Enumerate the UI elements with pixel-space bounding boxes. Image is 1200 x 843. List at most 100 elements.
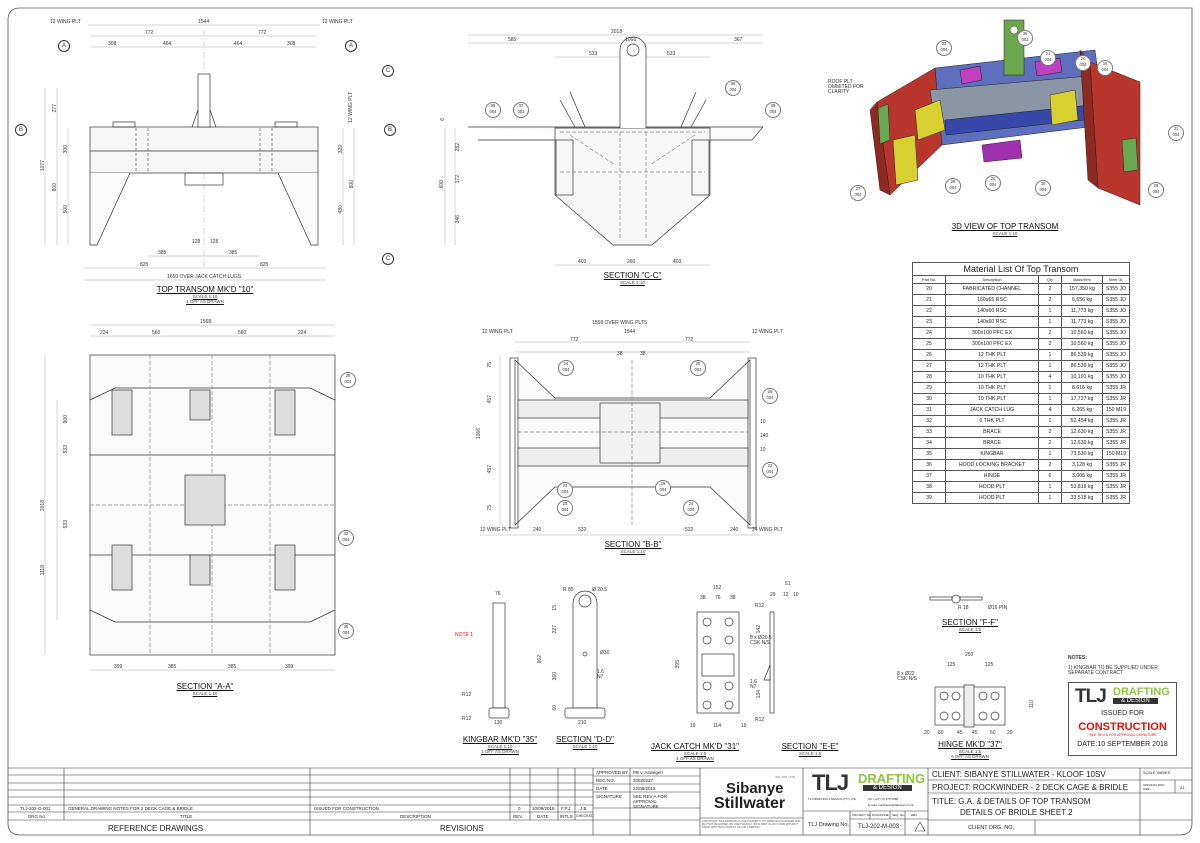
drawing-title-1: TITLE: G.A. & DETAILS OF TOP TRANSOM (932, 797, 1091, 806)
dim: 60 (990, 730, 996, 736)
material-cell: 86,539 kg (1061, 349, 1103, 361)
dim: R12 (462, 716, 472, 722)
material-list-title: Material List Of Top Transom (912, 262, 1130, 276)
dim: 2018 (611, 29, 623, 35)
material-cell: 6,656 kg (1061, 294, 1103, 306)
view-qty: 1 OFF AS DRAWN (481, 749, 519, 754)
material-cell: 300x100 PFC EX (945, 327, 1039, 339)
dim: 75 (487, 362, 493, 368)
stamp-construction: CONSTRUCTION (1078, 721, 1167, 733)
section-cc-view (444, 34, 764, 266)
material-cell: 52,454 kg (1061, 415, 1103, 427)
dim: 60 (552, 705, 558, 711)
dim: 800 (349, 180, 355, 189)
material-cell: HOOD LOCKING BRACKET (945, 459, 1039, 471)
view-3d-model (869, 19, 1141, 206)
material-cell: 12,630 kg (1061, 437, 1103, 449)
material-cell: 12 THK PLT (945, 349, 1039, 361)
dim: 900 (63, 415, 69, 424)
dim: 532 (685, 527, 694, 533)
kingbar-views (488, 590, 606, 719)
stamp-sub: *SEE REV A FOR APPROVAL SIGNATURE (1088, 733, 1157, 737)
dim: 12 WING PLT (480, 527, 511, 533)
reg-no-value: 20020227 (633, 778, 654, 783)
dim: 45 (972, 730, 978, 736)
view-title-section-dd: SECTION "D-D"SCALE 1:10 (550, 735, 620, 749)
material-cell: 1 (1038, 448, 1062, 460)
client-logo-tagline: we are one (775, 774, 795, 779)
dim: 464 (234, 41, 243, 47)
client-logo: we are one Sibanye Stillwater (712, 772, 797, 816)
material-cell: S355 JO (1102, 316, 1130, 328)
material-cell: 2 (1038, 294, 1062, 306)
dim: 20 (924, 730, 930, 736)
stamp-logo: TLJ DRAFTING & DESIGN (1075, 686, 1170, 707)
view-title: JACK CATCH MK'D "31" (651, 742, 739, 751)
dim: 10 (793, 592, 799, 598)
dim: Ø 20.5 (592, 587, 608, 593)
view-scale: SCALE 1:10 (192, 691, 218, 696)
material-cell: 1 (1038, 393, 1062, 405)
view-scale: SCALE 1:5 (683, 751, 707, 756)
material-cell: 1 (1038, 305, 1062, 317)
material-cell: 11,773 kg (1061, 316, 1103, 328)
view-qty: 1 OFF AS DRAWN (186, 299, 224, 304)
dim: 227 (552, 625, 558, 634)
dim: 128 (192, 239, 201, 245)
dim: 134 (756, 690, 762, 699)
section-marker-a-right: A (345, 40, 357, 52)
material-cell: 6 THK PLT (945, 415, 1039, 427)
project-no-label: PROJECT No. (852, 813, 872, 817)
material-cell: 1 (1038, 492, 1062, 504)
view-scale: SCALE 1:10 (620, 549, 646, 554)
dim: 260 (627, 259, 636, 265)
view-title-section-ff: SECTION "F-F"SCALE 1:5 (935, 618, 1005, 632)
view-title: SECTION "B-B" (604, 540, 662, 549)
dim: 532 (578, 527, 587, 533)
view-scale: SCALE 1:10 (572, 744, 598, 749)
material-cell: 1 (1038, 316, 1062, 328)
dim: R12 (755, 603, 765, 609)
dim: 152 (713, 585, 722, 591)
dim: Ø30 (600, 650, 610, 656)
dim: 29 (770, 592, 776, 598)
material-cell: 10,560 kg (1061, 338, 1103, 350)
section-marker-b-left: B (15, 124, 27, 136)
dim: 533 (63, 520, 69, 529)
view-qty: 6 OFF AS DRAWN (951, 754, 989, 759)
section-marker-a-left: A (58, 40, 70, 52)
material-cell: S355 JO (1102, 349, 1130, 361)
stamp-issued-for: ISSUED FOR (1101, 710, 1144, 717)
dim: 533 (667, 51, 676, 57)
dim: 300 (63, 145, 69, 154)
stamp-date: DATE:10 SEPTEMBER 2018 (1077, 741, 1168, 748)
issued-for-construction-stamp: TLJ DRAFTING & DESIGN ISSUED FOR CONSTRU… (1068, 682, 1177, 756)
material-cell: 2 (1038, 426, 1062, 438)
dim: 308 (287, 41, 296, 47)
signature-value: SEE REV A FOR APPROVAL SIGNATURE (633, 794, 668, 809)
material-cell: 38 (912, 481, 946, 493)
copyright-text: COPYRIGHT: THIS DRAWING IS THE PROPERTY … (702, 820, 801, 829)
dim: 128 (210, 239, 219, 245)
jack-catch-views (696, 611, 775, 714)
dim: 1544 (198, 19, 210, 25)
view-scale: SCALE 1:5 (958, 749, 982, 754)
client-logo-line1: Sibanye (726, 780, 784, 797)
tlj-email: E-mail: marthinus@tljdesign.co.za (868, 803, 914, 807)
reg-no-label: REG NO. (596, 778, 616, 783)
material-cell: 32 (912, 415, 946, 427)
material-cell: S355 JO (1102, 327, 1130, 339)
